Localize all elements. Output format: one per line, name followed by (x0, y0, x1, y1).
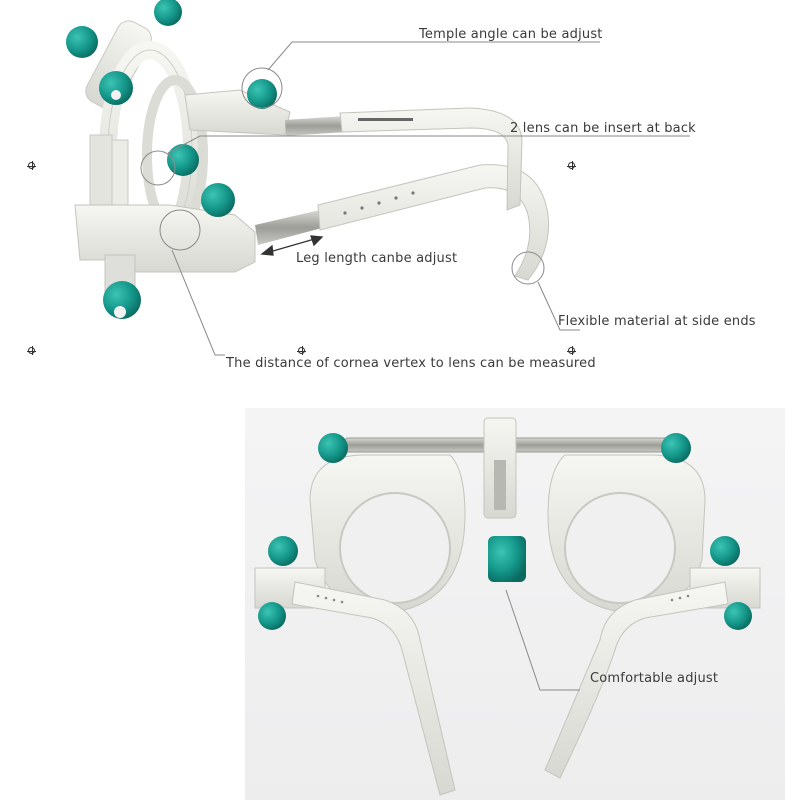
callout-markers-top (140, 67, 545, 285)
registration-mark-icon (567, 161, 576, 170)
label-comfortable-adjust: Comfortable adjust (590, 671, 719, 686)
leader-lines-top (167, 41, 690, 356)
side-view-frame (66, 0, 550, 319)
label-flexible-material: Flexible material at side ends (558, 314, 756, 329)
upper-metal-rod (285, 116, 346, 136)
registration-mark-icon (567, 346, 576, 355)
base-block (74, 204, 256, 273)
nose-pad (488, 536, 526, 582)
leader-line-bottom (505, 589, 580, 691)
label-temple-angle: Temple angle can be adjust (419, 27, 603, 42)
lens-slot (89, 134, 113, 206)
registration-mark-icon (27, 346, 36, 355)
label-lens-insert: 2 lens can be insert at back (510, 121, 696, 136)
left-temple-curve (291, 581, 456, 796)
label-leg-length: Leg length canbe adjust (296, 251, 458, 266)
label-cornea-distance: The distance of cornea vertex to lens ca… (226, 356, 596, 371)
registration-mark-icon (297, 346, 306, 355)
leg-length-arrow (260, 235, 324, 256)
registration-mark-icon (27, 161, 36, 170)
front-view-frame (254, 417, 761, 796)
lower-metal-rod (255, 210, 322, 245)
right-temple-curve (544, 581, 729, 779)
